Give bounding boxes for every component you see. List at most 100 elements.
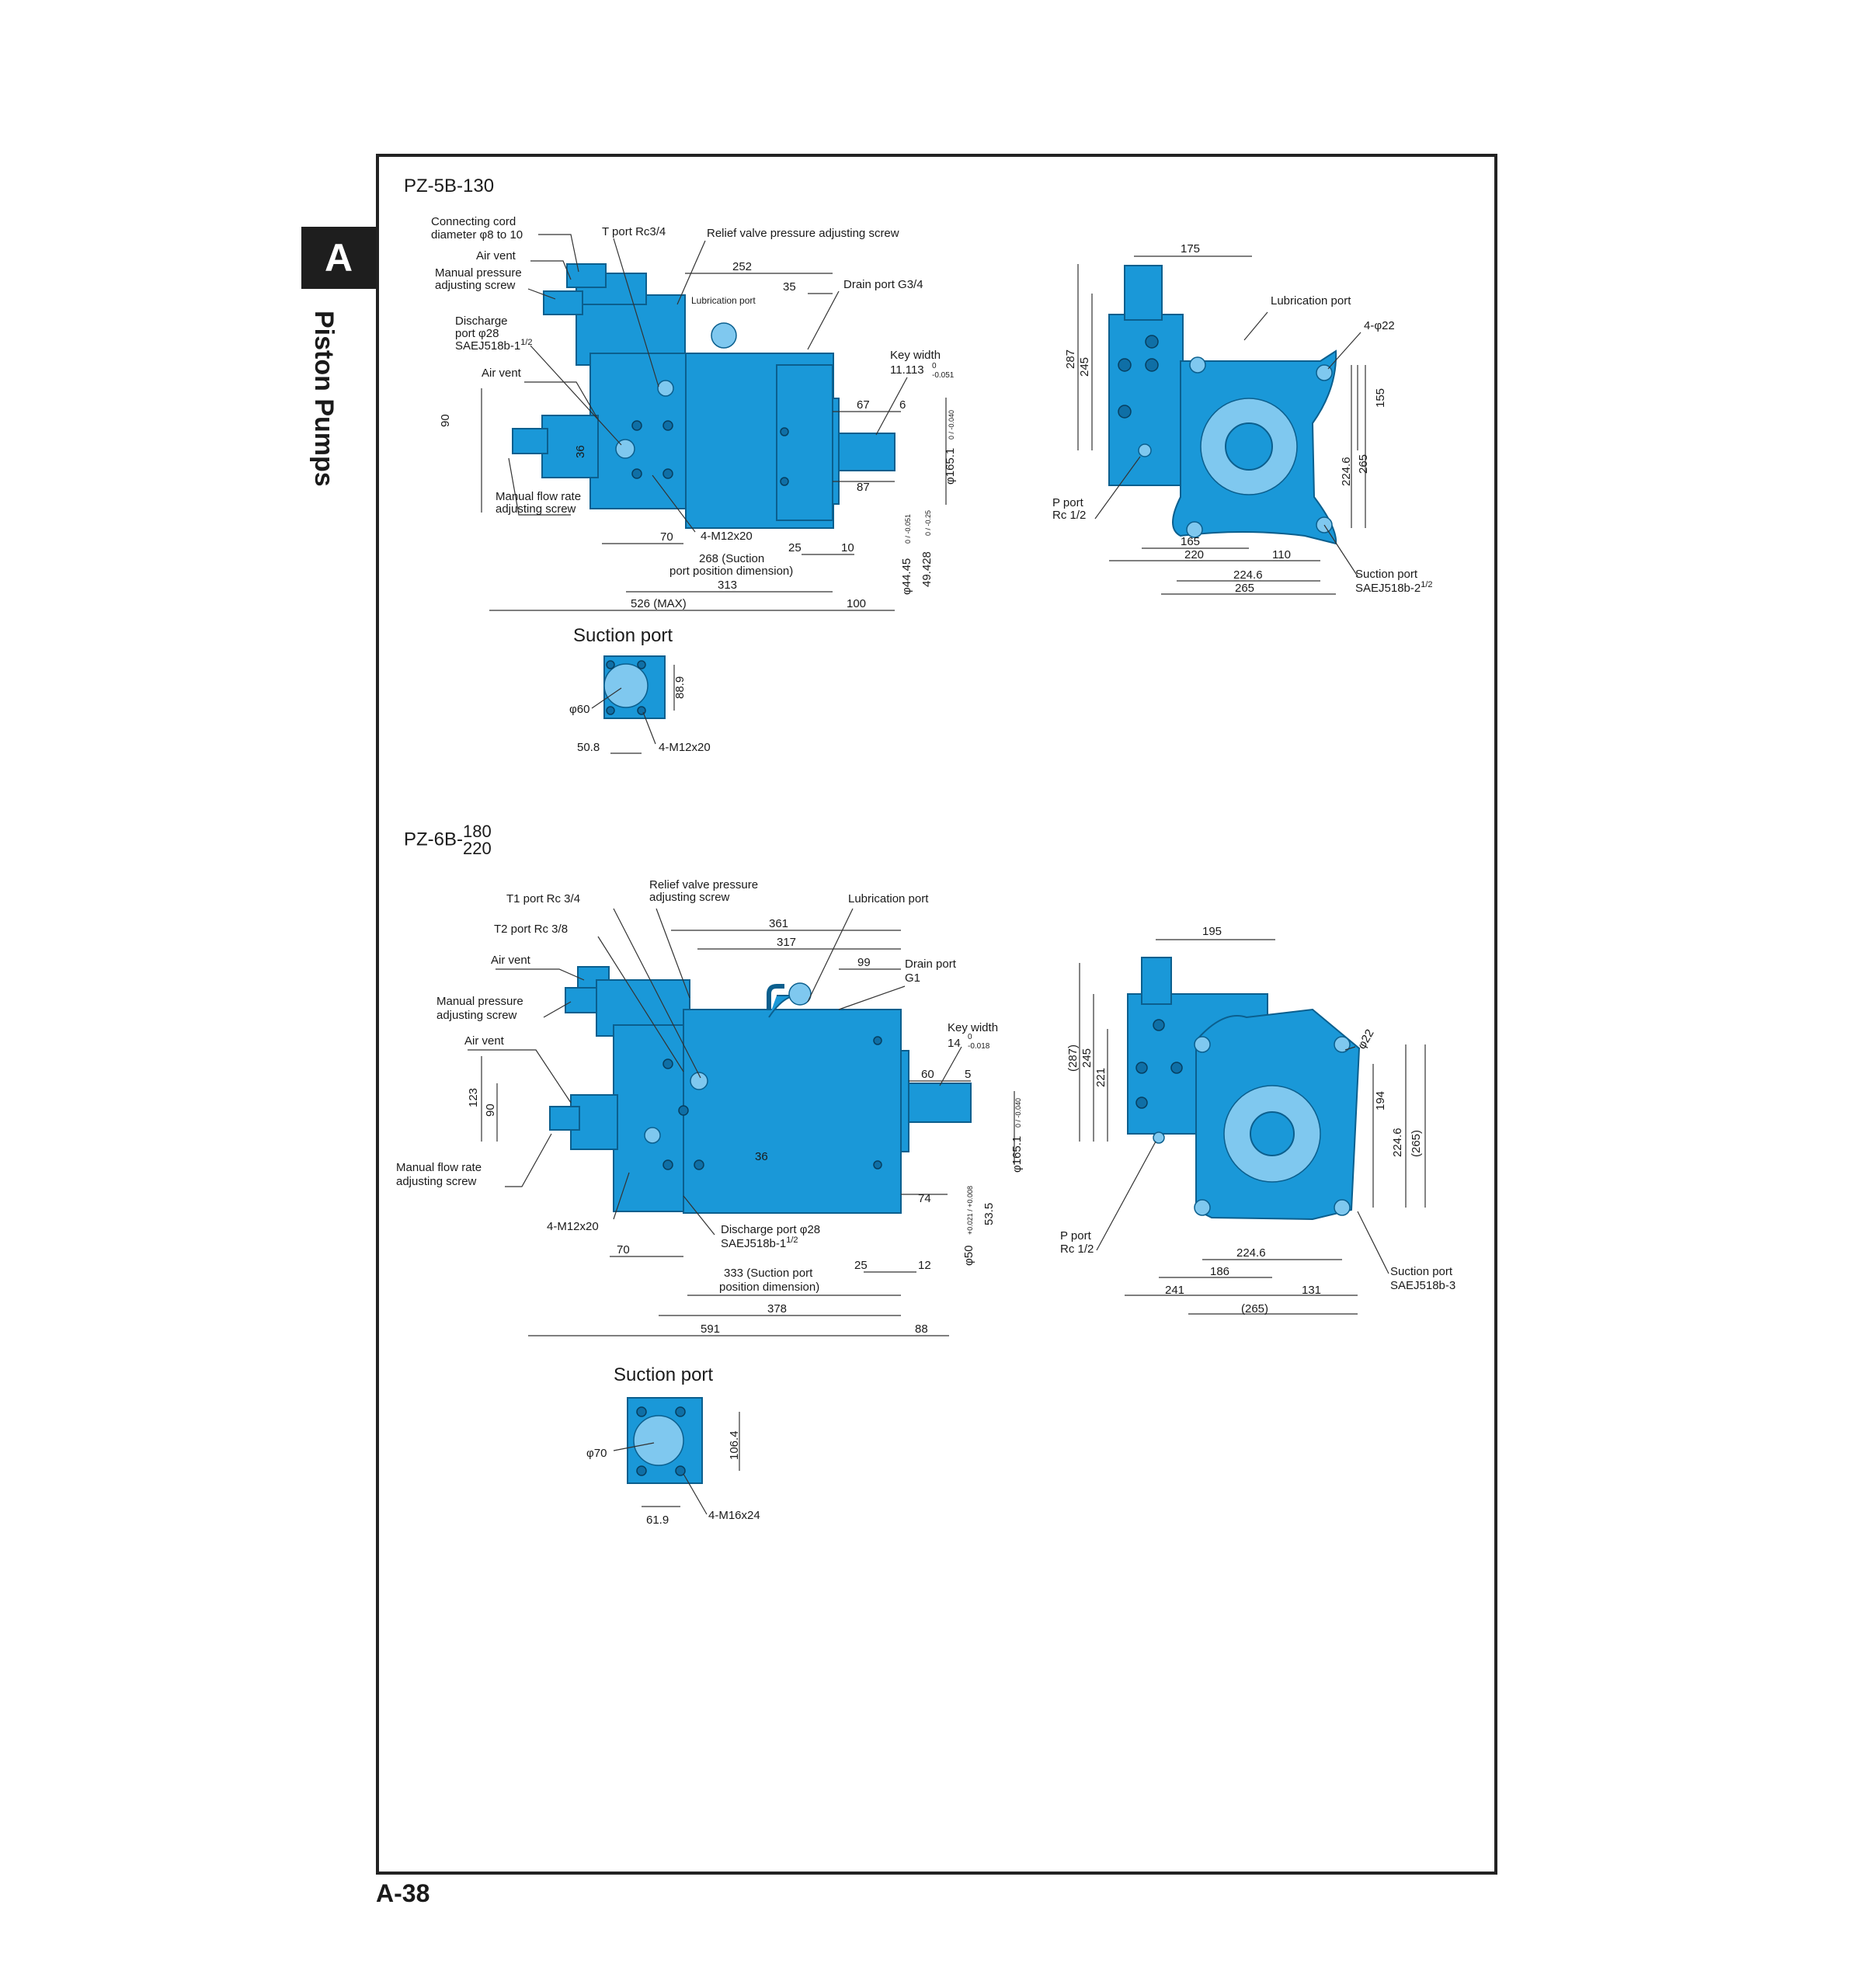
pz5-end-bolt <box>1145 358 1159 372</box>
pz5-label-air-vent-mid: Air vent <box>482 367 522 380</box>
pz6-dim-88: 88 <box>915 1322 928 1336</box>
pz6-end-p-port <box>1153 1131 1165 1144</box>
pz5-lead-discharge <box>530 345 622 446</box>
pz6-label-air-vent-top: Air vent <box>491 954 531 967</box>
pz5-bolt <box>631 468 642 479</box>
pz6-label-manual-pressure-2: adjusting screw <box>436 1009 517 1022</box>
pz6-lift-handle <box>767 984 784 1010</box>
drawing-frame <box>376 154 1497 1875</box>
pz5-end-lead-holes <box>1327 332 1361 370</box>
pz6-label-relief-1: Relief valve pressure <box>649 878 758 891</box>
pz6-pilot <box>900 1050 909 1152</box>
pz6-label-relief-2: adjusting screw <box>649 891 730 904</box>
pz5-label-manual-pressure-2: adjusting screw <box>435 279 516 292</box>
pz6-bolt <box>873 1036 882 1045</box>
pz6-shaft <box>908 1083 972 1123</box>
pz6-end-lead-holes <box>1344 1046 1356 1051</box>
pz5-end-lead-lubrication <box>1243 311 1268 341</box>
pz6-bolt <box>678 1105 689 1116</box>
pz6-end-mount-hole <box>1194 1199 1211 1216</box>
pz5-end-mount-hole <box>1189 356 1206 374</box>
pz6-label-manual-pressure-1: Manual pressure <box>436 995 523 1008</box>
pz6-lead-relief <box>656 908 690 999</box>
pz6-end-suction-2: SAEJ518b-3 <box>1390 1279 1455 1292</box>
pz5-label-pilot-tol: 0 / -0.040 <box>948 410 955 440</box>
pz6-suction-d61: 61.9 <box>646 1514 669 1527</box>
pz6-suction-bore <box>633 1415 684 1466</box>
pz5-bolt <box>780 477 789 486</box>
pz5-suction-d50: 50.8 <box>577 741 600 754</box>
pz6-suction-bolt <box>636 1406 647 1417</box>
pz6-dim-361: 361 <box>769 917 788 930</box>
pz5-end-dim-245: 245 <box>1078 357 1091 377</box>
pz6-label-pilot-dia: φ165.1 <box>1010 1136 1024 1173</box>
pz5-pressure-screw-body <box>543 290 583 315</box>
pz5-label-cord-1: Connecting cord <box>431 215 516 228</box>
pz5-end-mount-hole <box>1186 521 1203 538</box>
pz5-label-manual-flow-1: Manual flow rate <box>496 490 581 503</box>
pz6-end-bolt <box>1135 1062 1148 1074</box>
pz5-bolt <box>662 468 673 479</box>
pz6-label-key-width-2: 14 <box>948 1037 961 1050</box>
pz6-label-discharge-2: SAEJ518b-11/2 <box>721 1236 798 1250</box>
pz6-lead-air-vent-mid <box>468 1049 572 1103</box>
pz5-end-dim-155: 155 <box>1374 388 1387 408</box>
pz5-end-dim-287: 287 <box>1064 349 1077 369</box>
pz5-suction-lead-dia <box>591 687 622 709</box>
pz6-label-drain-2: G1 <box>905 971 920 985</box>
pz6-title-top: 180 <box>463 822 492 841</box>
pz5-label-manual-flow-2: adjusting screw <box>496 502 576 516</box>
pz5-label-discharge-3-sup: 1/2 <box>520 338 532 347</box>
pz6-lead-discharge <box>683 1195 715 1236</box>
pz5-end-dim-265h: 265 <box>1235 582 1254 595</box>
pz6-suction-bolt <box>675 1465 686 1476</box>
pz6-end-dim-224h: 224.6 <box>1236 1246 1266 1260</box>
pz5-end-dim-224v: 224.6 <box>1340 457 1353 486</box>
pz5-label-drain: Drain port G3/4 <box>843 278 923 291</box>
section-tab-letter: A <box>301 227 376 289</box>
pz6-dim-70: 70 <box>617 1243 630 1256</box>
pz6-t1-port-hole <box>690 1072 708 1090</box>
pz5-label-bolts: 4-M12x20 <box>701 530 753 543</box>
pz6-label-suction-pos-1: 333 (Suction port <box>724 1267 813 1280</box>
pz5-lead-key <box>875 377 908 436</box>
pz5-dim-10: 10 <box>841 541 854 554</box>
pz5-end-suction-2: SAEJ518b-21/2 <box>1355 580 1433 595</box>
pz5-dim-313: 313 <box>718 579 737 592</box>
pz6-flow-solenoid <box>549 1106 580 1131</box>
pz5-side-view: Connecting cord diameter φ8 to 10 T port… <box>431 215 957 611</box>
pz6-label-air-vent-mid: Air vent <box>464 1034 505 1048</box>
pz5-suction-dia: φ60 <box>569 703 589 716</box>
pz6-end-bolt <box>1135 1097 1148 1109</box>
pz5-dim-70: 70 <box>660 530 673 544</box>
pz5-end-dim-220: 220 <box>1184 548 1204 561</box>
pz5-lead-bolts <box>652 474 696 533</box>
pz6-label-discharge-2-sup: 1/2 <box>786 1236 798 1245</box>
page-number: A-38 <box>376 1879 430 1907</box>
pz5-flow-block <box>541 415 599 478</box>
pz5-end-dim-175: 175 <box>1181 242 1200 255</box>
pz5-end-dim-224h: 224.6 <box>1233 568 1263 582</box>
pz5-label-discharge-2: port φ28 <box>455 327 499 340</box>
pz6-bolt <box>662 1058 673 1069</box>
pz6-dim-90: 90 <box>484 1103 497 1117</box>
pz6-end-solenoid <box>1141 957 1172 1005</box>
pz6-label-t1-port: T1 port Rc 3/4 <box>506 892 580 905</box>
pz6-label-drain-1: Drain port <box>905 958 957 971</box>
pz5-label-key-width-2: 11.113 <box>890 363 924 377</box>
pz5-label-discharge-3-main: SAEJ518b-1 <box>455 339 520 353</box>
pz6-lead-bolts <box>613 1172 630 1220</box>
pz6-lead-air-vent <box>496 968 585 981</box>
pz6-side-view: Relief valve pressure adjusting screw T1… <box>396 878 1024 1336</box>
pz5-label-cord-2: diameter φ8 to 10 <box>431 228 523 242</box>
pz6-suction-d106: 106.4 <box>728 1430 741 1460</box>
pz6-dim-591: 591 <box>701 1322 720 1336</box>
pz6-end-mount-hole <box>1194 1036 1211 1053</box>
pz5-label-t-port: T port Rc3/4 <box>602 225 666 238</box>
pz6-suction-lead-dia <box>613 1442 655 1451</box>
pz5-solenoid-top <box>566 263 607 288</box>
pz5-end-p-port-1: P port <box>1052 496 1084 509</box>
pz6-label-manual-flow-1: Manual flow rate <box>396 1161 482 1174</box>
pz6-dim-25: 25 <box>854 1259 868 1272</box>
